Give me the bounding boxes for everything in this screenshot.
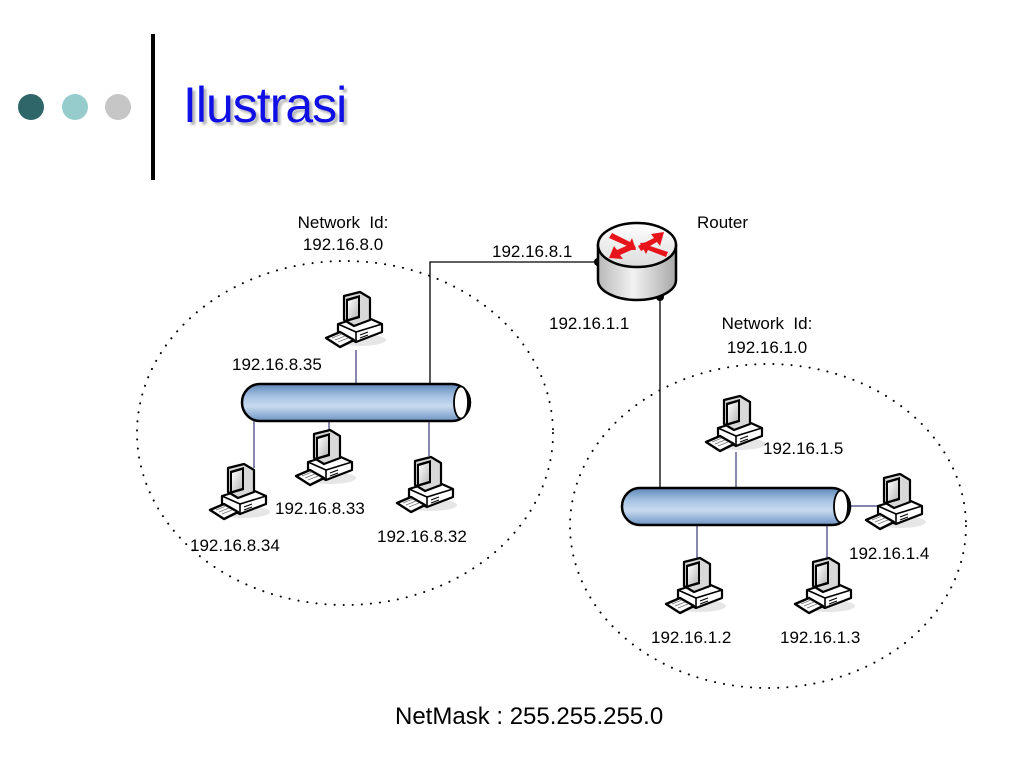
ethernet-bus-left [240,382,472,423]
link-router-to-left-bus [429,261,598,384]
computer-icon-192-16-1-5 [704,394,768,453]
bullet-dot-dark-teal [18,94,44,120]
router-interface-bottom-ip: 192.16.1.1 [549,314,629,333]
network-id-value-right: 192.16.1.0 [727,338,807,357]
host-ip-label: 192.16.1.4 [849,544,929,563]
host-ip-label: 192.16.1.5 [763,439,843,458]
host-ip-label: 192.16.8.35 [232,355,322,374]
host-ip-label: 192.16.1.2 [651,628,731,647]
ethernet-bus-right [620,486,852,527]
computer-icon-192-16-8-35 [324,290,388,349]
right-bus-drops [696,452,878,560]
host-ip-label: 192.16.8.33 [275,499,365,518]
router-label: Router [697,213,748,232]
network-id-label-left: Network Id: [298,213,389,232]
slide-title: Ilustrasi [183,77,347,133]
netmask-label: NetMask : 255.255.255.0 [395,703,663,730]
computer-icon-192-16-1-3 [793,556,857,615]
network-id-value-left: 192.16.8.0 [303,235,383,254]
router-interface-left-ip: 192.16.8.1 [492,242,572,261]
computer-icon-192-16-1-4 [864,472,928,531]
bullet-dot-gray [105,94,131,120]
host-ip-label: 192.16.1.3 [780,628,860,647]
network-id-label-right: Network Id: [722,314,813,333]
host-ip-label: 192.16.8.32 [377,527,467,546]
computer-icon-192-16-8-33 [294,428,358,487]
router-arrows-icon [609,232,668,259]
computer-icon-192-16-8-34 [208,462,272,521]
bullet-dot-light-teal [62,94,88,120]
computer-icon-192-16-8-32 [395,455,459,514]
host-ip-label: 192.16.8.34 [190,536,280,555]
computer-icon-192-16-1-2 [664,556,728,615]
title-divider [151,34,155,180]
network-boundary-right [569,363,967,689]
network-boundary-left [136,260,554,606]
router-icon [596,221,678,302]
